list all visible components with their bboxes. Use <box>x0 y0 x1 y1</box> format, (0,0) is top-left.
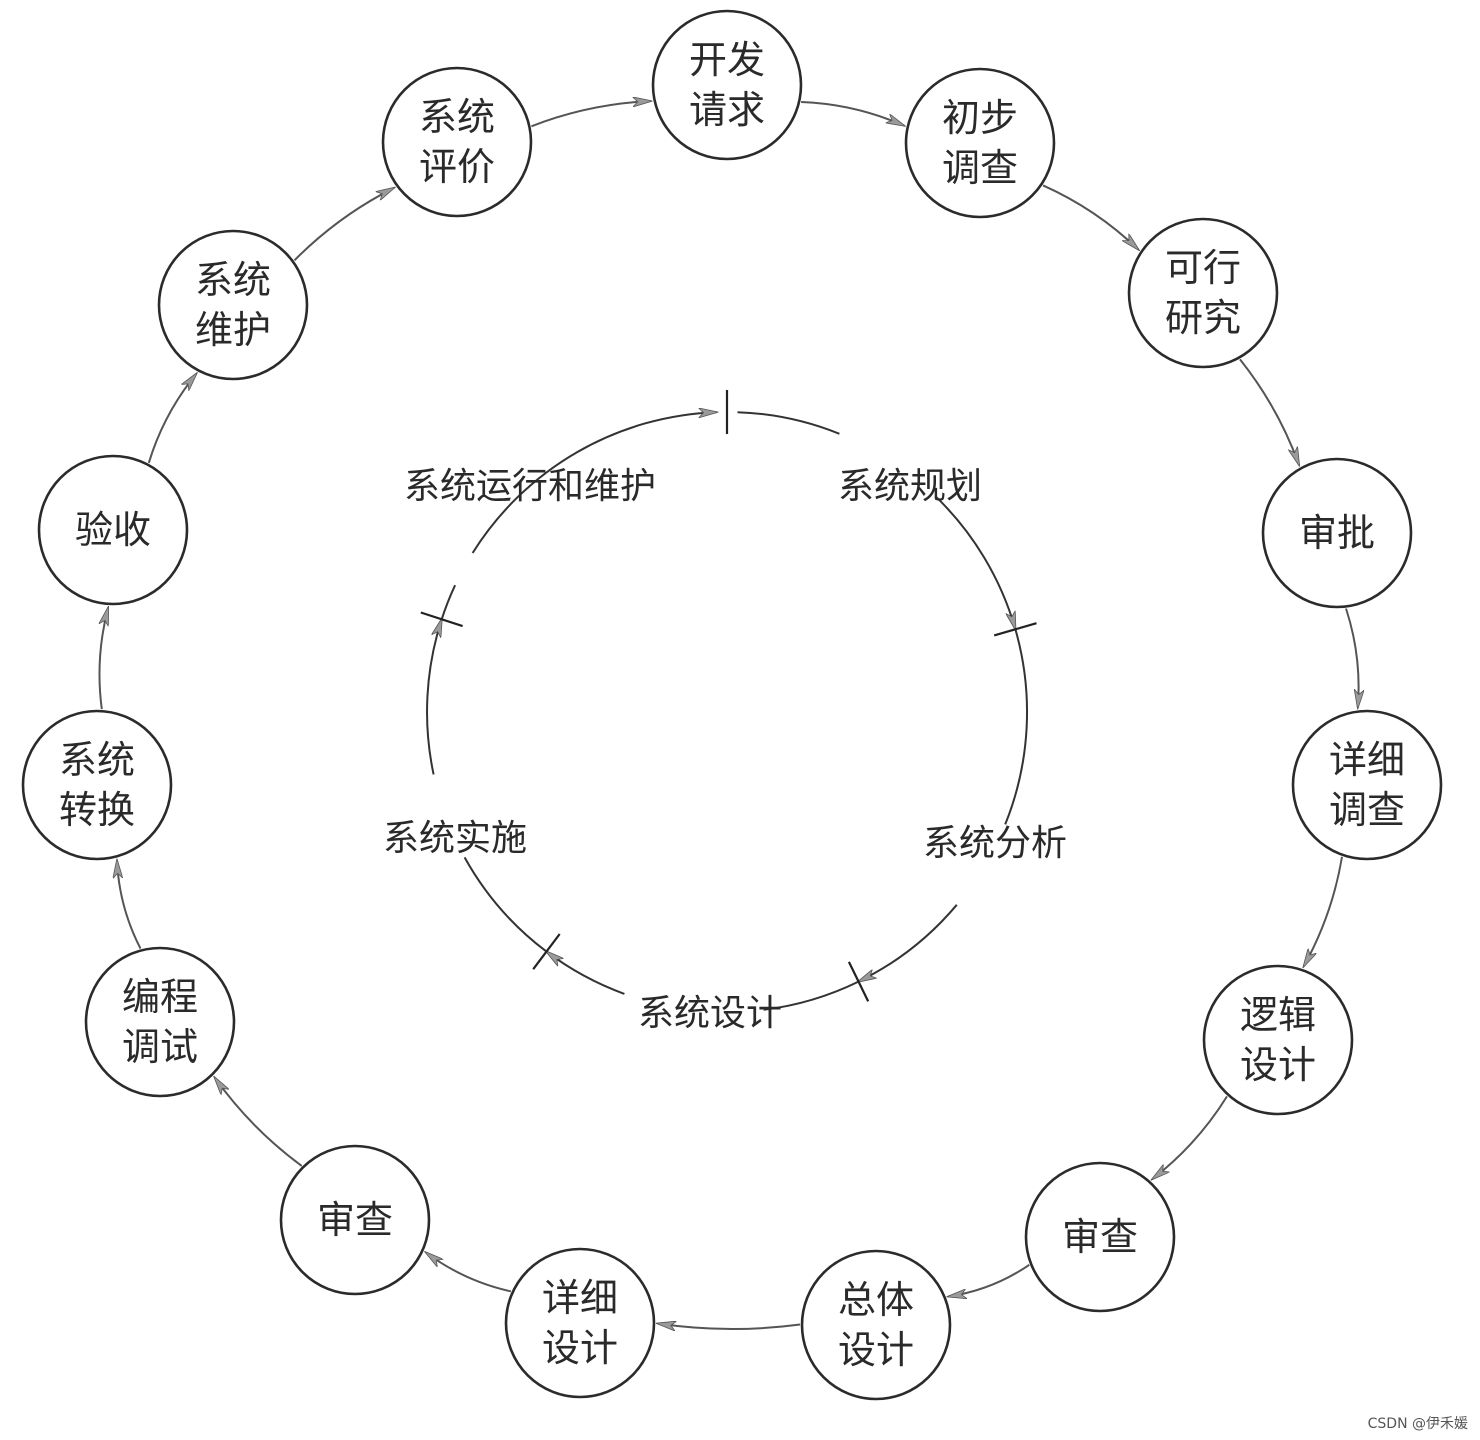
node-circle <box>381 66 533 218</box>
flow-arrow-coding-debugging <box>117 860 142 950</box>
flow-arrow-prelim-survey <box>1042 184 1138 249</box>
node-approval: 审批 <box>1261 457 1413 609</box>
phase-boundary-tick <box>420 611 463 628</box>
node-label-line: 维护 <box>195 308 271 352</box>
node-label-line: 调试 <box>122 1025 198 1069</box>
node-label-line: 验收 <box>75 508 151 552</box>
node-label-line: 编程 <box>122 975 198 1019</box>
node-circle <box>21 709 173 861</box>
node-circle <box>1202 964 1354 1116</box>
phase-label-planning: 系统规划 <box>838 466 982 507</box>
flow-arrow-system-conversion <box>98 608 110 710</box>
phase-arc <box>426 619 442 775</box>
flow-arrow-detailed-design <box>426 1253 512 1293</box>
node-label-line: 开发 <box>689 38 765 82</box>
node-label-line: 审查 <box>1062 1215 1138 1259</box>
flow-arrow-dev-request <box>801 101 904 126</box>
node-circle <box>37 454 189 606</box>
phase-arc <box>440 584 457 620</box>
flow-arrow-approval <box>1345 608 1359 708</box>
phase-arc <box>763 980 859 1011</box>
node-label-line: 详细 <box>542 1276 618 1320</box>
node-label-line: 系统 <box>59 738 135 782</box>
node-acceptance: 验收 <box>37 454 189 606</box>
node-label-line: 调查 <box>1329 788 1405 832</box>
node-label-line: 可行 <box>1165 246 1241 290</box>
node-circle <box>157 229 309 381</box>
node-circle <box>504 1247 656 1399</box>
phase-arc <box>471 412 717 554</box>
phase-boundary-tick <box>532 933 561 970</box>
node-circle <box>279 1144 431 1296</box>
outer-cycle-edges <box>98 101 1359 1330</box>
phase-label-implementation: 系统实施 <box>383 818 527 859</box>
node-circle <box>1127 217 1279 369</box>
node-circle <box>84 946 236 1098</box>
node-label-line: 系统 <box>195 258 271 302</box>
node-circle <box>904 67 1056 219</box>
phase-label-design: 系统设计 <box>638 993 782 1034</box>
flow-arrow-logical-design <box>1152 1095 1228 1179</box>
flow-arrow-system-evaluation <box>531 101 650 128</box>
phase-label-analysis: 系统分析 <box>923 823 1067 864</box>
node-label-line: 设计 <box>1240 1043 1316 1087</box>
phase-boundary-tick <box>847 961 870 1002</box>
node-label-line: 总体 <box>838 1278 914 1322</box>
node-label-line: 设计 <box>542 1326 618 1370</box>
flow-arrow-feasibility-study <box>1239 358 1299 465</box>
flow-arrow-review-2 <box>215 1078 303 1167</box>
node-circle <box>1291 709 1443 861</box>
node-label-line: 研究 <box>1165 296 1241 340</box>
flow-arrow-review-1 <box>949 1263 1030 1297</box>
node-label-line: 转换 <box>59 788 135 832</box>
flow-arrow-acceptance <box>147 374 197 464</box>
node-label-line: 调查 <box>942 146 1018 190</box>
node-label-line: 请求 <box>689 88 765 132</box>
outer-cycle-nodes: 开发请求初步调查可行研究审批详细调查逻辑设计审查总体设计详细设计审查编程调试系统… <box>21 9 1443 1401</box>
node-label-line: 审查 <box>317 1198 393 1242</box>
flow-arrow-detailed-survey <box>1304 856 1343 967</box>
phase-arc <box>737 411 840 435</box>
phase-label-operation: 系统运行和维护 <box>404 466 656 507</box>
phase-boundary-tick <box>993 622 1037 637</box>
node-label-line: 评价 <box>419 145 495 189</box>
phase-arc <box>547 952 625 995</box>
watermark: CSDN @伊禾媛 <box>1368 1416 1468 1432</box>
node-label-line: 系统 <box>419 95 495 139</box>
node-circle <box>1261 457 1413 609</box>
node-label-line: 逻辑 <box>1240 993 1316 1037</box>
node-circle <box>800 1249 952 1401</box>
node-review-1: 审查 <box>1024 1161 1176 1313</box>
phase-arc <box>1004 629 1029 825</box>
node-circle <box>651 9 803 161</box>
node-circle <box>1024 1161 1176 1313</box>
phase-arc <box>934 495 1017 629</box>
node-label-line: 初步 <box>942 96 1018 140</box>
phase-arc <box>859 904 958 982</box>
node-review-2: 审查 <box>279 1144 431 1296</box>
flow-arrow-overall-design <box>658 1324 801 1330</box>
node-label-line: 详细 <box>1329 738 1405 782</box>
flow-arrow-system-maintenance <box>293 188 394 262</box>
node-label-line: 设计 <box>838 1328 914 1372</box>
node-label-line: 审批 <box>1299 511 1375 555</box>
phase-arc <box>463 856 548 953</box>
